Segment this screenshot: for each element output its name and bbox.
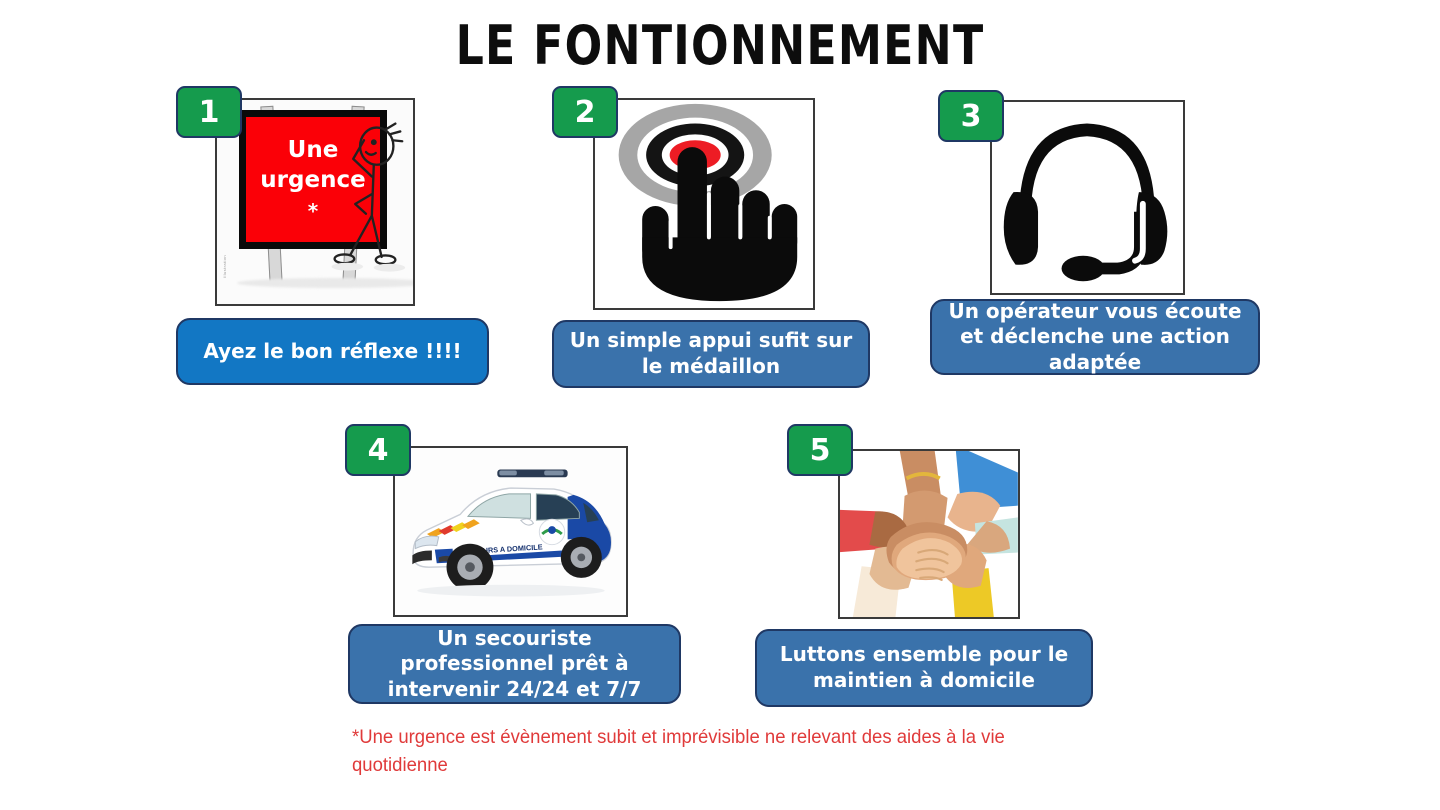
step-badge-4: 4 xyxy=(345,424,411,476)
hand-pressing-medallion-button-icon xyxy=(618,103,798,302)
step-caption-text-1: Ayez le bon réflexe !!!! xyxy=(203,338,462,363)
stick-figure-icon xyxy=(331,122,406,272)
page-title: LE FONTIONNEMENT xyxy=(455,14,985,77)
emergency-response-car-photo: SECOURS A DOMICILE xyxy=(395,448,626,615)
step-number-2: 2 xyxy=(574,94,596,130)
stick-figure-emergency-billboard-illustration: Une urgence * xyxy=(217,100,413,304)
headset-with-microphone-icon xyxy=(1003,123,1168,282)
step-caption-5: Luttons ensemble pour le maintien à domi… xyxy=(755,629,1093,707)
step-badge-1: 1 xyxy=(176,86,242,138)
stacked-hands-teamwork-illustration xyxy=(840,451,1018,617)
step-caption-4: Un secouriste professionnel prêt à inter… xyxy=(348,624,681,704)
step-4-image-frame: SECOURS A DOMICILE xyxy=(393,446,628,617)
step-caption-3: Un opérateur vous écoute et déclenche un… xyxy=(930,299,1260,375)
step-caption-text-3: Un opérateur vous écoute et déclenche un… xyxy=(948,298,1242,374)
step-card-5: 5 Luttons ensemble pour le maintien à do… xyxy=(755,424,1127,714)
ground-shadow xyxy=(237,278,413,288)
step-2-image-frame xyxy=(593,98,815,310)
step-caption-text-2: Un simple appui sufit sur le médaillon xyxy=(569,328,853,378)
step-number-1: 1 xyxy=(198,94,220,130)
step-card-4: SECOURS A DOMICILE xyxy=(345,424,685,714)
step-number-4: 4 xyxy=(367,432,389,468)
step-number-3: 3 xyxy=(960,98,982,134)
step-card-1: Une urgence * xyxy=(176,86,496,391)
step-caption-1: Ayez le bon réflexe !!!! xyxy=(176,318,489,385)
step-1-image-frame: Une urgence * xyxy=(215,98,415,306)
step-badge-5: 5 xyxy=(787,424,853,476)
footnote-definition: *Une urgence est évènement subit et impr… xyxy=(352,726,1005,776)
emergency-billboard: Une urgence * xyxy=(239,110,387,249)
billboard-asterisk: * xyxy=(307,198,319,223)
step-5-image-frame xyxy=(838,449,1020,619)
step-3-image-frame xyxy=(990,100,1185,295)
step-number-5: 5 xyxy=(809,432,831,468)
billboard-line-1: Une xyxy=(287,136,339,163)
billboard-line-2: urgence xyxy=(260,167,366,194)
step-caption-2: Un simple appui sufit sur le médaillon xyxy=(552,320,870,388)
step-card-2: 2 Un simple appui sufit sur le médaillon xyxy=(552,86,872,391)
step-badge-3: 3 xyxy=(938,90,1004,142)
step-badge-2: 2 xyxy=(552,86,618,138)
step-caption-text-5: Luttons ensemble pour le maintien à domi… xyxy=(779,642,1069,692)
step-caption-text-4: Un secouriste professionnel prêt à inter… xyxy=(387,625,642,701)
step-card-3: 3 Un opérateur vous écoute et déclenche … xyxy=(930,90,1265,390)
